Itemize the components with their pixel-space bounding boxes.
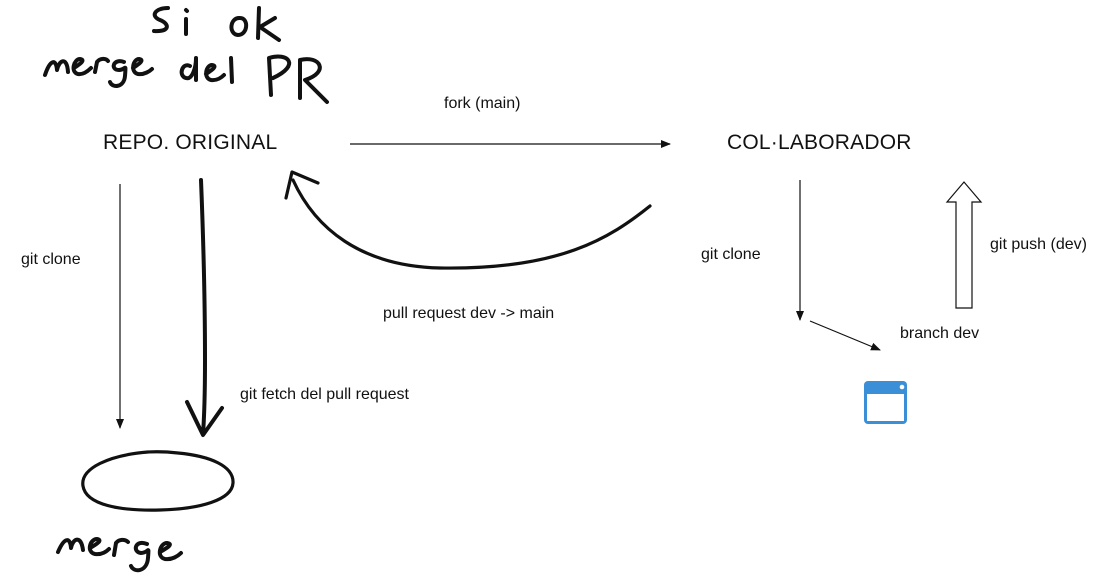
handwritten-si-ok xyxy=(152,6,281,42)
pull-request-label: pull request dev -> main xyxy=(383,305,555,322)
git-fetch-arrowhead xyxy=(185,400,224,437)
git-clone-left-label: git clone xyxy=(21,251,81,268)
git-fetch-arrow xyxy=(199,178,208,436)
branch-dev-label: branch dev xyxy=(900,325,980,342)
pull-request-arrowhead xyxy=(284,170,320,200)
git-fetch-label: git fetch del pull request xyxy=(240,386,409,403)
repo-original-label: REPO. ORIGINAL xyxy=(103,131,278,154)
git-push-label: git push (dev) xyxy=(990,236,1087,253)
merge-ellipse xyxy=(81,450,235,512)
git-push-arrow xyxy=(945,181,983,309)
handwritten-merge xyxy=(56,537,183,573)
fork-label: fork (main) xyxy=(444,95,521,112)
handwritten-merge-del-pr xyxy=(43,54,329,104)
pull-request-arrow xyxy=(291,178,652,270)
branch-dev-arrow xyxy=(809,320,881,351)
collaborador-label: COL·LABORADOR xyxy=(727,131,912,154)
browser-window-icon xyxy=(864,381,907,424)
git-clone-right-label: git clone xyxy=(701,246,761,263)
